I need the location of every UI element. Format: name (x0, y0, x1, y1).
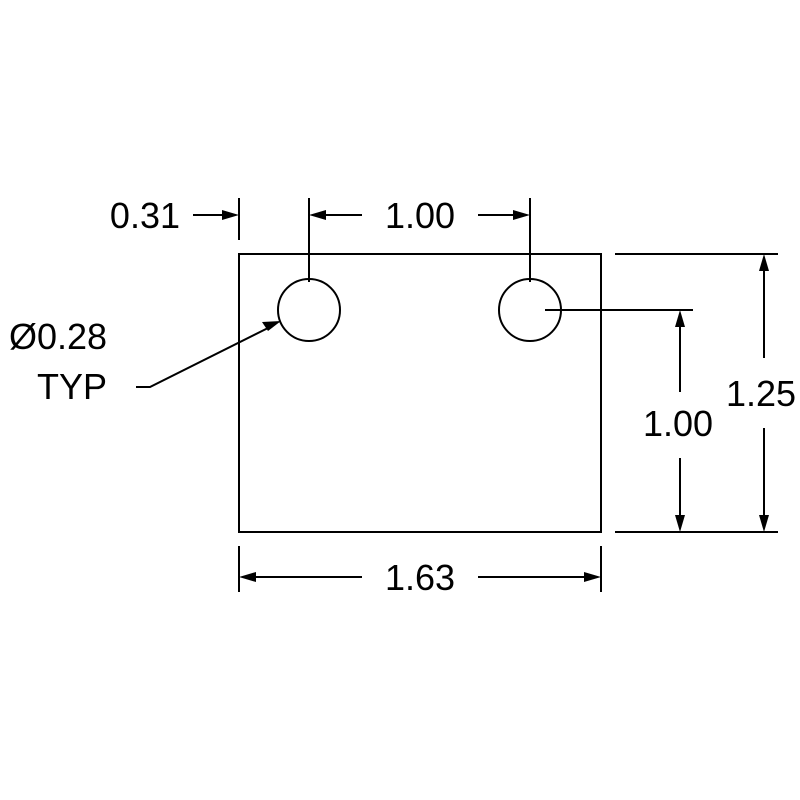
dimension-hole-spacing-vertical: 1.00 (545, 309, 713, 532)
arrowhead-left (239, 572, 256, 582)
arrowhead-right (584, 572, 601, 582)
arrowhead-bottom (759, 515, 769, 532)
dimension-hole-spacing-horizontal: 1.00 (309, 195, 531, 282)
arrowhead-top (759, 254, 769, 271)
plate-outline (238, 253, 602, 533)
dimension-overall-height: 1.25 (615, 253, 796, 533)
arrowhead-left (309, 210, 326, 220)
dimension-label-overall-height: 1.25 (726, 373, 796, 414)
arrowhead-bottom (675, 515, 685, 532)
leader-arrowhead (262, 321, 281, 331)
dimension-label-hole-edge-offset: 0.31 (110, 195, 180, 236)
callout-typ: TYP (37, 366, 107, 407)
callout-hole-diameter: Ø0.28 (9, 316, 107, 357)
arrowhead (222, 210, 239, 220)
arrowhead-right (513, 210, 530, 220)
leader-line (136, 327, 269, 388)
dimension-label-hole-spacing-vertical: 1.00 (643, 403, 713, 444)
arrowhead-top (675, 310, 685, 327)
dimension-label-hole-spacing-horizontal: 1.00 (385, 195, 455, 236)
dimension-label-overall-width: 1.63 (385, 557, 455, 598)
dimension-hole-edge-offset: 0.31 (110, 195, 310, 282)
dimension-overall-width: 1.63 (238, 546, 602, 598)
hole-callout: Ø0.28 TYP (9, 316, 281, 407)
hole-left (277, 278, 341, 342)
